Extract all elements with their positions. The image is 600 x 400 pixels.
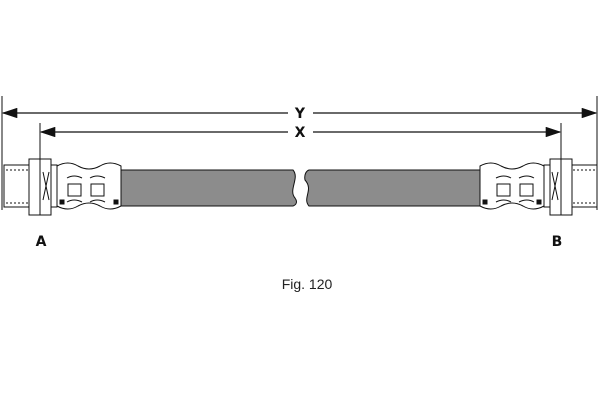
end-label-b: B bbox=[552, 234, 563, 250]
hose bbox=[120, 169, 482, 207]
dimension-x-label: X bbox=[295, 125, 306, 141]
thread-b bbox=[570, 164, 598, 208]
crimp-ferrule-b bbox=[479, 162, 545, 210]
dimension-y-label: Y bbox=[294, 106, 306, 122]
fitting-b bbox=[479, 158, 598, 216]
fitting-a bbox=[3, 158, 122, 216]
thread-a bbox=[3, 164, 31, 208]
crimp-ferrule-a bbox=[56, 162, 122, 210]
figure-caption: Fig. 120 bbox=[282, 276, 333, 292]
end-label-a: A bbox=[36, 234, 47, 250]
